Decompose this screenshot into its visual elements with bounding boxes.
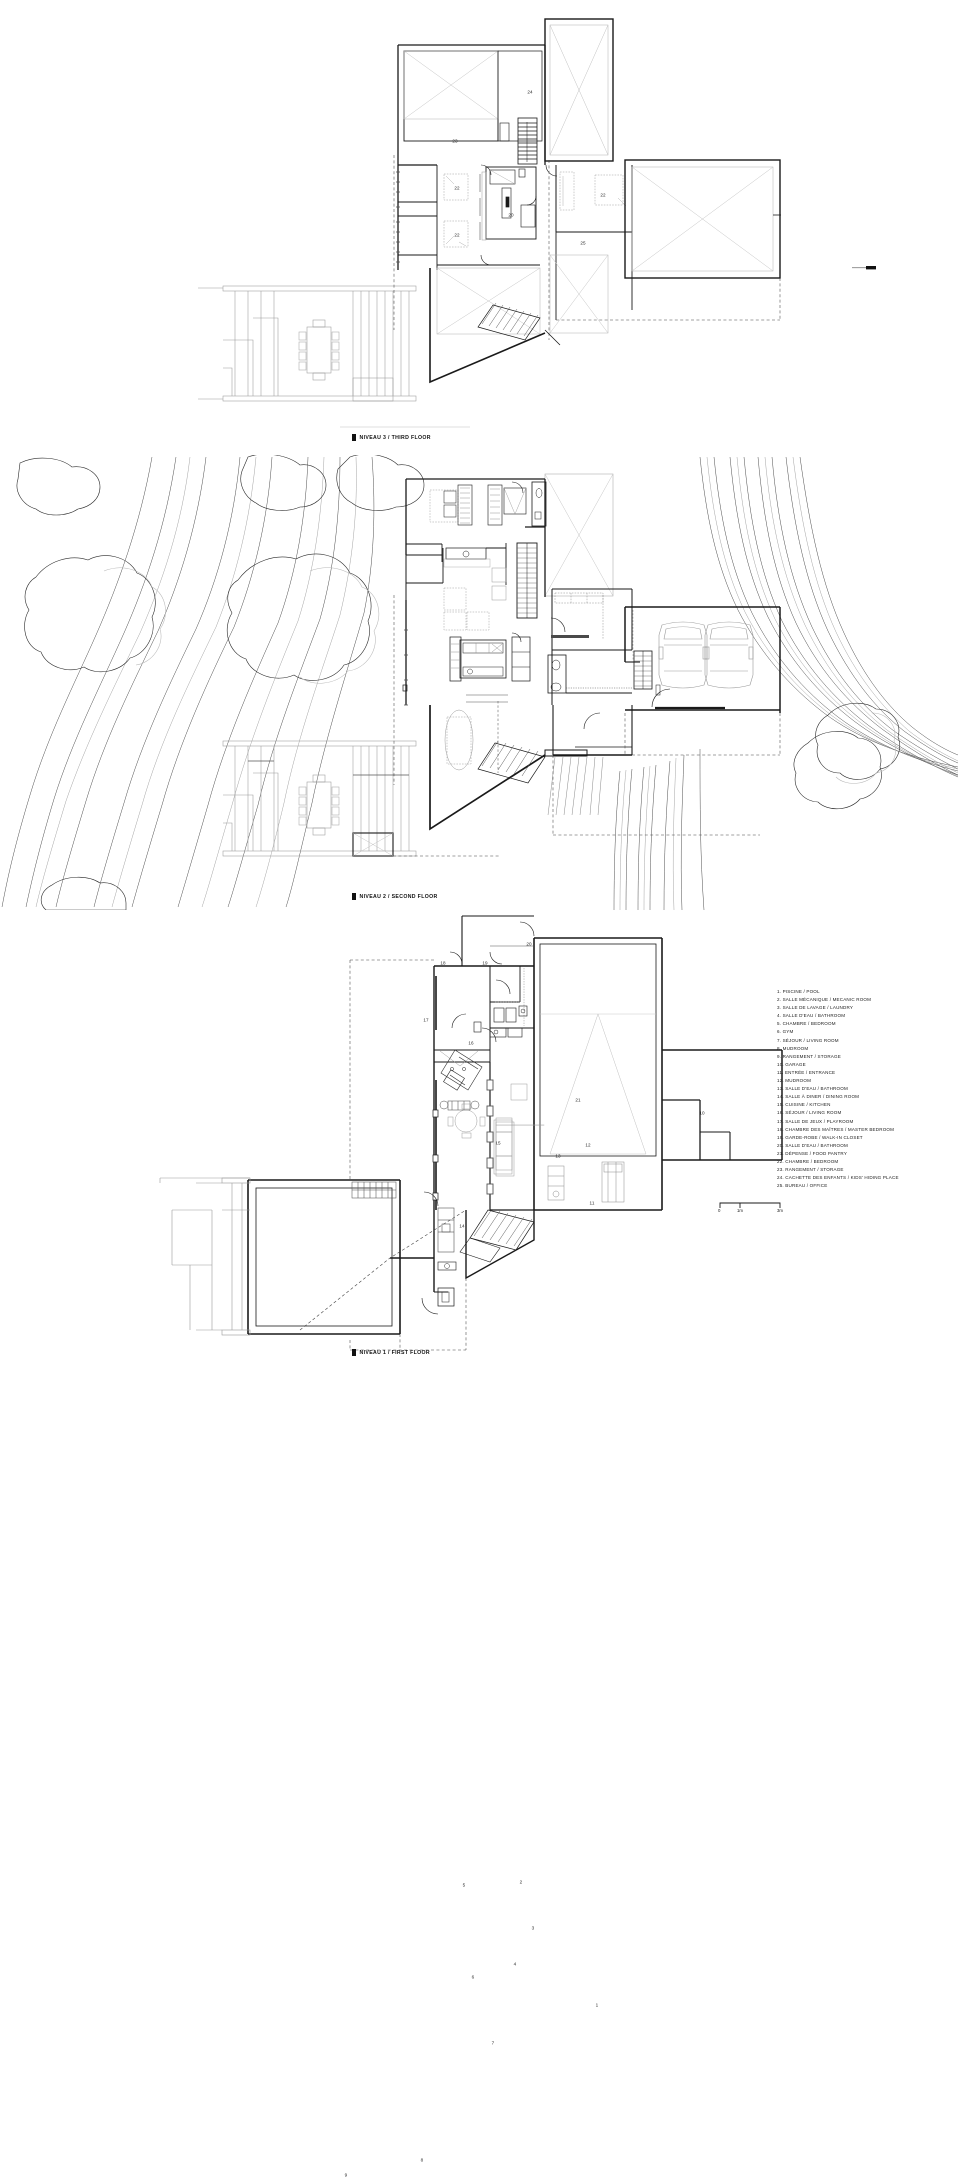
legend-item: 1. PISCINE / POOL: [777, 988, 953, 996]
legend-item: 5. CHAMBRE / BEDROOM: [777, 1020, 953, 1028]
legend-item: 22. CHAMBRE / BEDROOM: [777, 1158, 953, 1166]
exterior-stair-second: [430, 695, 603, 829]
property-line-first: [350, 960, 466, 1350]
floor-caption-label: NIVEAU 3 / THIRD FLOOR: [360, 435, 431, 441]
living-room-first: [433, 1062, 544, 1250]
legend-item: 20. SALLE D'EAU / BATHROOM: [777, 1142, 953, 1150]
floor-plan-second: 18 19 20 17 16 15 14 21 12 13 11 10: [0, 455, 960, 910]
service-rooms: [434, 916, 534, 1166]
contour-lines-right-light: [707, 457, 958, 776]
scale-bar-labels: 0 1m 3m: [718, 1208, 818, 1218]
contour-lines-right-lower: [614, 749, 704, 910]
contour-lines-left: [2, 457, 374, 907]
legend-item: 10. GARAGE: [777, 1061, 953, 1069]
room-number: 1: [596, 2003, 599, 2008]
room-number: 8: [421, 2158, 424, 2163]
room-number: 3: [532, 1926, 535, 1931]
floor-plan-third: 24 23 22 22 22 20 25: [0, 0, 960, 455]
drawing-sheet: 24 23 22 22 22 20 25 NIVEAU 3 / THIRD FL…: [0, 0, 960, 1368]
legend-item: 25. BUREAU / OFFICE: [777, 1182, 953, 1190]
legend-item: 24. CACHETTE DES ENFANTS / KIDS' HIDING …: [777, 1174, 953, 1182]
legend-item: 6. GYM: [777, 1028, 953, 1036]
pool: [534, 938, 662, 1210]
legend-item: 16. SÉJOUR / LIVING ROOM: [777, 1109, 953, 1117]
car-icon: [705, 622, 753, 688]
floor-caption-third: NIVEAU 3 / THIRD FLOOR: [352, 434, 431, 441]
scale-label-three: 3m: [777, 1208, 783, 1213]
garage: [625, 607, 780, 910]
legend-item: 17. SALLE DE JEUX / PLAYROOM: [777, 1118, 953, 1126]
room-number: 6: [472, 1975, 475, 1980]
legend-item: 9. RANGEMENT / STORAGE: [777, 1053, 953, 1061]
room-number: 7: [492, 2041, 495, 2046]
skylight-wells-lower: [437, 255, 608, 334]
tree-canopy: [17, 455, 424, 910]
left-terrace: [160, 1178, 250, 1335]
legend-item: 15. CUISINE / KITCHEN: [777, 1101, 953, 1109]
terrace-deck-second: [223, 741, 416, 856]
room-number: 9: [345, 2173, 348, 2178]
skylight-well-second: [545, 474, 613, 596]
caption-marker-icon: [352, 434, 356, 441]
caption-marker-icon: [352, 893, 356, 900]
contour-lines-right: [700, 457, 958, 777]
floor-caption-label: NIVEAU 2 / SECOND FLOOR: [360, 894, 438, 900]
room-number: 5: [463, 1883, 466, 1888]
scale-bar-graphic: [718, 1200, 818, 1208]
room-number: 2: [520, 1880, 523, 1885]
property-line: [394, 155, 780, 340]
scale-label-zero: 0: [718, 1208, 720, 1213]
core-bathroom: [480, 167, 536, 240]
scale-label-one: 1m: [737, 1208, 743, 1213]
exterior-stair-first: [300, 1209, 534, 1330]
property-line-second: [393, 595, 780, 856]
right-wing: [546, 165, 632, 320]
entrance: [545, 705, 632, 756]
roof-volume-right: [625, 160, 781, 278]
legend-item: 11. ENTRÉE / ENTRANCE: [777, 1069, 953, 1077]
floor-caption-first: NIVEAU 1 / FIRST FLOOR: [352, 1349, 430, 1356]
legend-list: 1. PISCINE / POOL 2. SALLE MÉCANIQUE / M…: [777, 988, 953, 1190]
room-number: 4: [514, 1962, 517, 1967]
legend-item: 18. CHAMBRE DES MAÎTRES / MASTER BEDROOM: [777, 1126, 953, 1134]
legend-item: 23. RANGEMENT / STORAGE: [777, 1166, 953, 1174]
floor-caption-label: NIVEAU 1 / FIRST FLOOR: [360, 1350, 431, 1356]
legend-item: 4. SALLE D'EAU / BATHROOM: [777, 1012, 953, 1020]
caption-marker-icon: [352, 1349, 356, 1356]
floor-caption-second: NIVEAU 2 / SECOND FLOOR: [352, 893, 438, 900]
legend-item: 8. MUDROOM: [777, 1045, 953, 1053]
mudroom-storage: [248, 1180, 456, 1334]
legend-item: 19. GARDE-ROBE / WALK-IN CLOSET: [777, 1134, 953, 1142]
room-legend: 1. PISCINE / POOL 2. SALLE MÉCANIQUE / M…: [777, 988, 953, 1190]
gym-equipment: [440, 1050, 482, 1110]
tree-canopy-right: [794, 703, 900, 809]
exterior-stair-third: [430, 268, 545, 382]
detached-scale-mark: [852, 258, 876, 263]
lower-block: [353, 833, 393, 856]
legend-item: 3. SALLE DE LAVAGE / LAUNDRY: [777, 1004, 953, 1012]
legend-item: 2. SALLE MÉCANIQUE / MECANIC ROOM: [777, 996, 953, 1004]
bedroom-wing-left: [396, 165, 491, 270]
car-icon: [659, 622, 707, 688]
scale-bar: 0 1m 3m: [718, 1200, 818, 1222]
legend-item: 21. DÉPENSE / FOOD PANTRY: [777, 1150, 953, 1158]
legend-item: 12. MUDROOM: [777, 1077, 953, 1085]
playroom-living-kitchen: [403, 543, 537, 770]
lower-right-block: [662, 1050, 782, 1160]
legend-item: 14. SALLE À DINER / DINING ROOM: [777, 1093, 953, 1101]
tree-canopy-shadow: [104, 568, 379, 684]
legend-item: 13. SALLE D'EAU / BATHROOM: [777, 1085, 953, 1093]
master-suite: [406, 479, 546, 600]
roof-volume-top: [545, 19, 613, 161]
contour-lines-left-light: [36, 457, 356, 907]
legend-item: 7. SÉJOUR / LIVING ROOM: [777, 1037, 953, 1045]
terrace-deck: [223, 286, 416, 401]
